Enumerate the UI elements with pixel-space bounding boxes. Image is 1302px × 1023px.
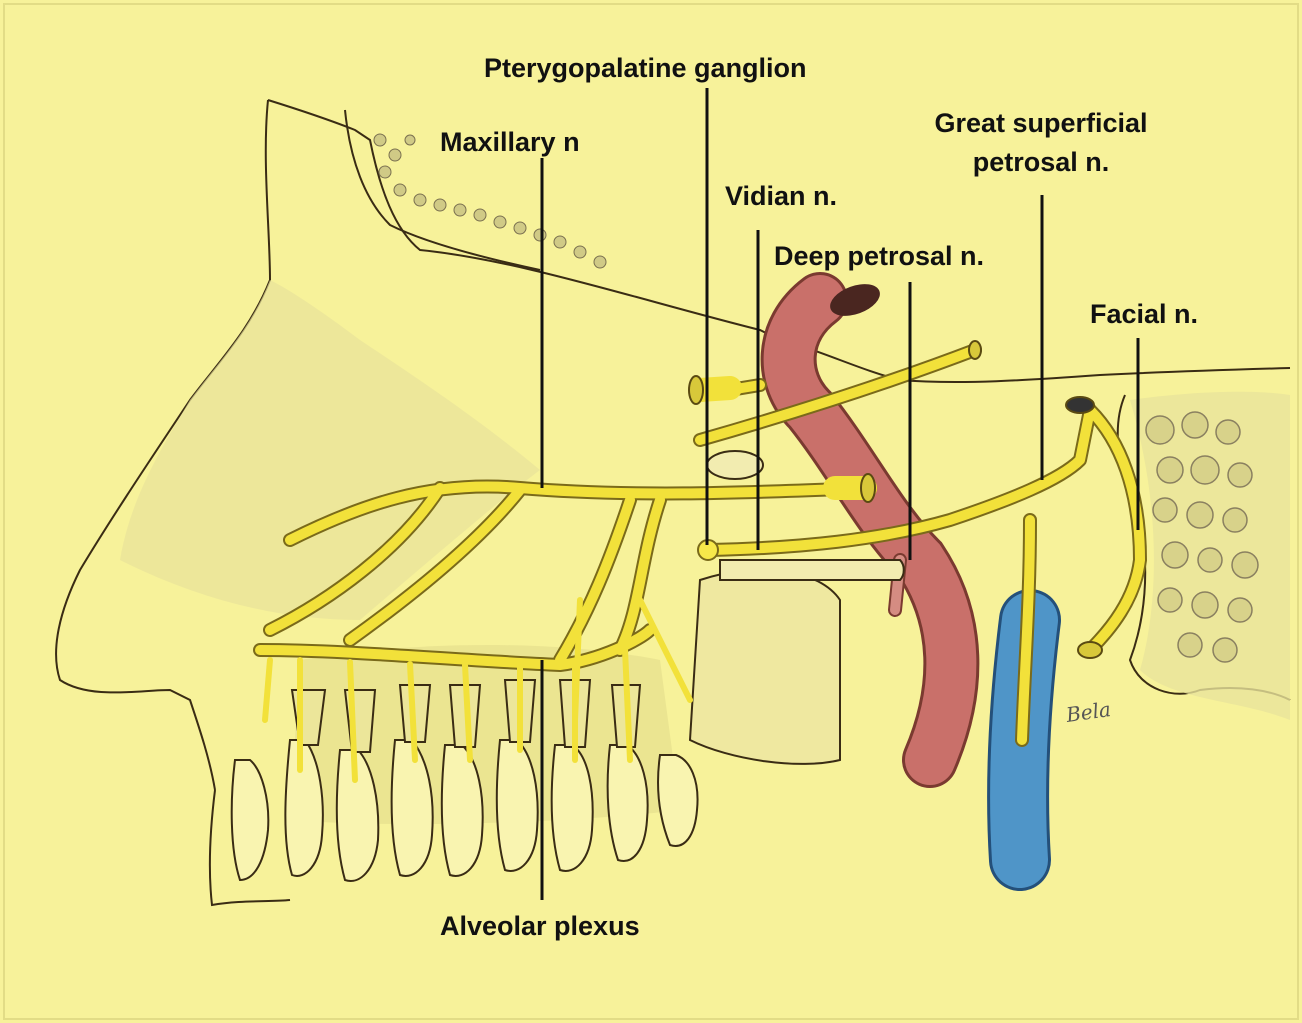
teeth <box>230 739 699 882</box>
pointer-lines <box>540 88 1140 900</box>
label-great-superficial-petrosal-line2: petrosal n. <box>972 147 1110 177</box>
internal-carotid-artery <box>760 272 980 788</box>
label-pterygopalatine-ganglion: Pterygopalatine ganglion <box>484 53 807 83</box>
paper-border <box>3 3 1299 1020</box>
nerves <box>253 343 1147 783</box>
foramen-rotundum <box>706 450 764 480</box>
nerve-cut-ends <box>688 340 1103 659</box>
label-alveolar-plexus: Alveolar plexus <box>440 911 640 941</box>
label-vidian-nerve: Vidian n. <box>725 181 838 211</box>
vidian-canal <box>719 559 905 581</box>
frontal-sinus <box>373 133 607 269</box>
label-facial-nerve: Facial n. <box>1090 299 1199 329</box>
label-maxillary-nerve: Maxillary n <box>440 127 580 157</box>
mastoid-air-cells <box>1145 411 1259 663</box>
label-great-superficial-petrosal-line1: Great superficial <box>934 108 1148 138</box>
label-deep-petrosal-nerve: Deep petrosal n. <box>774 241 985 271</box>
